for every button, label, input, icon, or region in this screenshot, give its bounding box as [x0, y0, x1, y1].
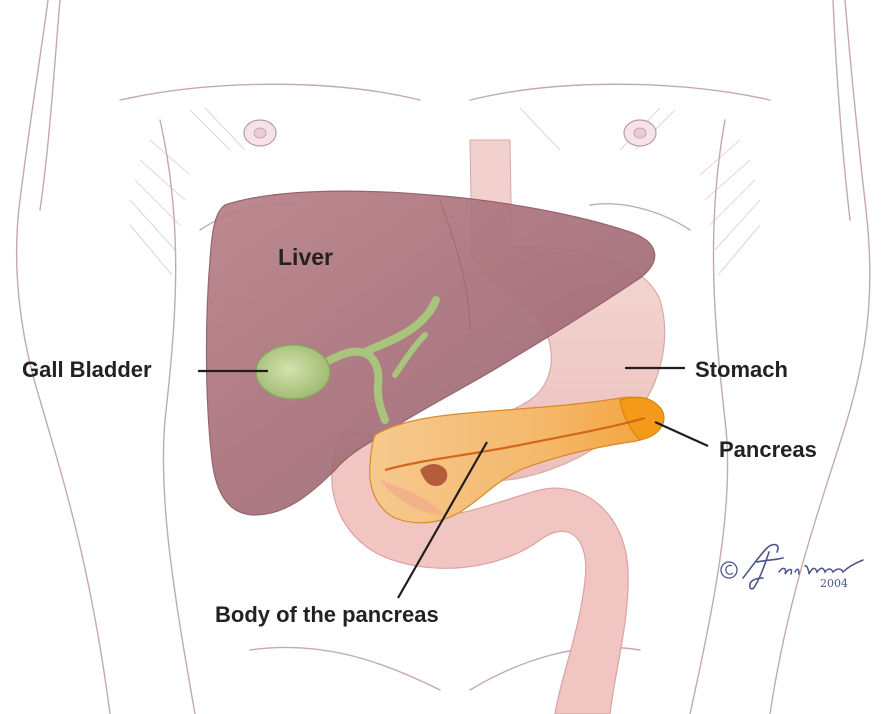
- label-gall-bladder: Gall Bladder: [22, 359, 152, 381]
- label-liver: Liver: [278, 246, 333, 269]
- label-body-of-pancreas: Body of the pancreas: [215, 604, 439, 626]
- leader-line-pancreas: [655, 422, 708, 446]
- nipple-left: [244, 120, 276, 146]
- signature-year: 2004: [820, 578, 848, 589]
- label-pancreas: Pancreas: [719, 439, 817, 461]
- nipple-right: [624, 120, 656, 146]
- label-stomach: Stomach: [695, 359, 788, 381]
- artist-signature: [717, 538, 867, 600]
